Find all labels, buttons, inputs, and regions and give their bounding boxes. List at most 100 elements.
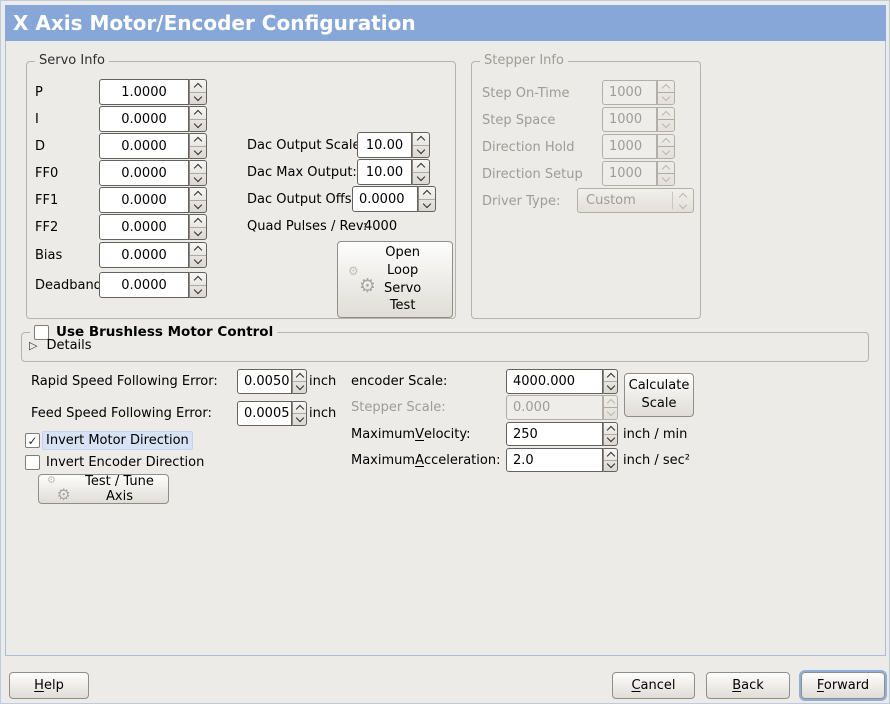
spin-up-button[interactable]	[293, 402, 306, 414]
spin-up-button[interactable]	[190, 243, 206, 256]
p-spinner[interactable]	[189, 79, 207, 105]
d-value[interactable]: 0.0000	[99, 133, 189, 159]
ff1-spinner[interactable]	[189, 187, 207, 213]
rapid-following-error-input[interactable]: 0.0050	[237, 369, 307, 394]
dac-output-scale-value[interactable]: 10.00	[357, 132, 412, 158]
test-tune-axis-button[interactable]: Test / Tune Axis	[38, 474, 169, 504]
driver-type-select: Custom	[577, 188, 694, 213]
feed-following-error-value[interactable]: 0.0005	[237, 401, 292, 426]
spin-up-button[interactable]	[190, 134, 206, 147]
spin-down-button[interactable]	[190, 255, 206, 268]
dac-max-output-spinner[interactable]	[412, 159, 430, 185]
dac-output-scale-input[interactable]: 10.00	[357, 132, 430, 158]
dac-output-offset-input[interactable]: 0.0000	[352, 186, 436, 212]
ff0-input[interactable]: 0.0000	[99, 160, 207, 186]
deadband-spinner[interactable]	[189, 272, 207, 298]
spin-down-button[interactable]	[190, 92, 206, 105]
spin-down-button[interactable]	[190, 173, 206, 186]
spin-down-button[interactable]	[604, 460, 617, 472]
maximum-acceleration-value[interactable]: 2.0	[506, 448, 603, 472]
use-brushless-checkbox[interactable]	[34, 324, 49, 340]
spin-up-button[interactable]	[190, 161, 206, 174]
encoder-scale-label: encoder Scale:	[351, 374, 448, 389]
spin-down-button[interactable]	[604, 434, 617, 446]
i-spinner[interactable]	[189, 106, 207, 132]
spin-down-button[interactable]	[190, 119, 206, 132]
spin-up-button[interactable]	[604, 449, 617, 461]
encoder-scale-value[interactable]: 4000.000	[506, 369, 603, 394]
spin-down-button[interactable]	[190, 146, 206, 159]
bias-value[interactable]: 0.0000	[99, 242, 189, 268]
spin-up-button[interactable]	[190, 107, 206, 120]
back-button[interactable]: Back	[706, 672, 790, 699]
feed-following-error-spinner[interactable]	[292, 401, 307, 426]
spin-down-button[interactable]	[413, 145, 429, 158]
maximum-acceleration-input[interactable]: 2.0	[506, 448, 618, 472]
spin-up-button[interactable]	[190, 215, 206, 228]
spin-down-button[interactable]	[413, 172, 429, 185]
ff2-value[interactable]: 0.0000	[99, 214, 189, 240]
spin-up-button	[604, 396, 617, 408]
p-value[interactable]: 1.0000	[99, 79, 189, 105]
spin-up-button[interactable]	[604, 423, 617, 435]
rapid-following-error-spinner[interactable]	[292, 369, 307, 394]
forward-button[interactable]: Forward	[801, 672, 885, 699]
dac-max-output-value[interactable]: 10.00	[357, 159, 412, 185]
i-input[interactable]: 0.0000	[99, 106, 207, 132]
chevron-down-icon	[416, 172, 426, 181]
dac-max-output-input[interactable]: 10.00	[357, 159, 430, 185]
help-button[interactable]: Help	[9, 672, 89, 699]
dac-output-offset-spinner[interactable]	[418, 186, 436, 212]
spin-up-button[interactable]	[419, 187, 435, 200]
rapid-following-error-value[interactable]: 0.0050	[237, 369, 292, 394]
i-value[interactable]: 0.0000	[99, 106, 189, 132]
spin-down-button[interactable]	[604, 381, 617, 393]
use-brushless-label: Use Brushless Motor Control	[56, 324, 274, 340]
spin-up-button[interactable]	[190, 273, 206, 286]
spin-up-button[interactable]	[190, 80, 206, 93]
spin-up-button[interactable]	[190, 188, 206, 201]
invert-motor-direction-checkbox[interactable]	[25, 433, 40, 448]
invert-encoder-direction-checkbox[interactable]	[25, 455, 40, 470]
bias-spinner[interactable]	[189, 242, 207, 268]
ff2-spinner[interactable]	[189, 214, 207, 240]
chevron-down-icon	[661, 92, 671, 102]
deadband-value[interactable]: 0.0000	[99, 272, 189, 298]
feed-following-error-input[interactable]: 0.0005	[237, 401, 307, 426]
spin-down-button[interactable]	[293, 413, 306, 425]
maximum-velocity-input[interactable]: 250	[506, 422, 618, 446]
d-spinner[interactable]	[189, 133, 207, 159]
spin-down-button[interactable]	[419, 199, 435, 212]
spin-down-button[interactable]	[190, 285, 206, 298]
maximum-acceleration-spinner[interactable]	[603, 448, 618, 472]
encoder-scale-input[interactable]: 4000.000	[506, 369, 618, 394]
chevron-down-icon	[661, 146, 671, 156]
ff0-spinner[interactable]	[189, 160, 207, 186]
cancel-button[interactable]: Cancel	[612, 672, 695, 699]
calculate-scale-button[interactable]: Calculate Scale	[624, 373, 694, 417]
spin-down-button[interactable]	[293, 381, 306, 393]
ff1-value[interactable]: 0.0000	[99, 187, 189, 213]
spin-down-button[interactable]	[190, 200, 206, 213]
open-loop-servo-test-button[interactable]: Open Loop Servo Test	[337, 241, 453, 318]
ff0-value[interactable]: 0.0000	[99, 160, 189, 186]
spin-up-button[interactable]	[413, 133, 429, 146]
p-input[interactable]: 1.0000	[99, 79, 207, 105]
deadband-input[interactable]: 0.0000	[99, 272, 207, 298]
spin-up-button[interactable]	[413, 160, 429, 173]
spin-down-button[interactable]	[190, 227, 206, 240]
ff1-input[interactable]: 0.0000	[99, 187, 207, 213]
encoder-scale-spinner[interactable]	[603, 369, 618, 394]
dac-output-offset-value[interactable]: 0.0000	[352, 186, 418, 212]
invert-encoder-direction-label: Invert Encoder Direction	[46, 454, 205, 470]
spin-up-button[interactable]	[604, 370, 617, 382]
maximum-velocity-value[interactable]: 250	[506, 422, 603, 446]
bias-input[interactable]: 0.0000	[99, 242, 207, 268]
ff2-input[interactable]: 0.0000	[99, 214, 207, 240]
details-expander[interactable]: ▷ Details	[29, 338, 92, 353]
spin-up-button[interactable]	[293, 370, 306, 382]
dac-output-scale-spinner[interactable]	[412, 132, 430, 158]
maximum-velocity-spinner[interactable]	[603, 422, 618, 446]
d-input[interactable]: 0.0000	[99, 133, 207, 159]
